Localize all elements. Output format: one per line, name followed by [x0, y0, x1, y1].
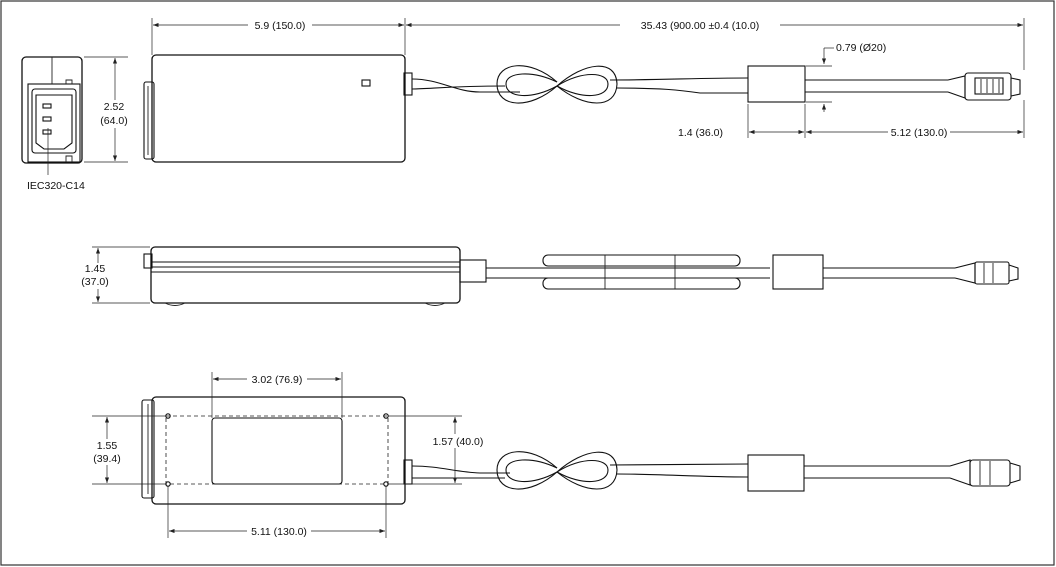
bottom-height-mm-label: (39.4)	[93, 453, 120, 465]
strain-relief	[459, 259, 487, 283]
bottom-dimensions: 3.02 (76.9) 1.55 (39.4) 1.57 (40.0) 5.11…	[89, 372, 488, 538]
side-height-mm-label: (37.0)	[81, 276, 108, 288]
dc-plug	[974, 261, 1010, 285]
inlet-pin	[42, 129, 52, 135]
cord-length-label: 35.43 (900.00 ±0.4 (10.0)	[641, 20, 759, 32]
end-view: IEC320-C14	[21, 56, 85, 192]
cord-loop	[496, 451, 618, 490]
top-view	[143, 54, 1021, 163]
top-dimensions: 5.9 (150.0) 35.43 (900.00 ±0.4 (10.0) 0.…	[151, 18, 1025, 139]
ferrite-core	[772, 254, 824, 290]
dc-plug	[964, 72, 1012, 101]
hole-span-v-label: 1.57 (40.0)	[433, 436, 484, 448]
hole-span-h-label: 5.11 (130.0)	[251, 526, 307, 538]
inlet-type-label: IEC320-C14	[27, 180, 85, 192]
led-indicator	[361, 79, 371, 87]
strain-relief	[403, 72, 413, 96]
ferrite-dia-label: 0.79 (Ø20)	[836, 42, 886, 54]
label-area	[211, 417, 343, 485]
ferrite-len-label: 1.4 (36.0)	[678, 127, 723, 139]
label-width-label: 3.02 (76.9)	[252, 374, 303, 386]
inlet-pin	[42, 103, 52, 109]
cord-loop	[496, 65, 618, 104]
ferrite-to-plug-label: 5.12 (130.0)	[891, 127, 948, 139]
height-mm-label: (64.0)	[100, 115, 127, 127]
ferrite-core	[747, 454, 805, 492]
inlet-pin	[42, 116, 52, 122]
side-view	[143, 246, 1019, 306]
bottom-view-body	[151, 396, 406, 505]
side-height-in-label: 1.45	[85, 263, 106, 275]
top-view-body	[151, 54, 406, 163]
bottom-view	[141, 396, 1021, 505]
top-length-label: 5.9 (150.0)	[255, 20, 306, 32]
height-dimension: 2.52 (64.0)	[84, 56, 131, 163]
height-in-label: 2.52	[104, 101, 125, 113]
cord-loop	[542, 254, 741, 267]
iec-inlet	[31, 88, 77, 154]
ferrite-core	[747, 65, 806, 103]
dc-plug	[969, 459, 1011, 487]
side-height-dimension: 1.45 (37.0)	[80, 246, 150, 304]
bottom-height-in-label: 1.55	[97, 440, 118, 452]
side-view-body	[150, 246, 461, 304]
